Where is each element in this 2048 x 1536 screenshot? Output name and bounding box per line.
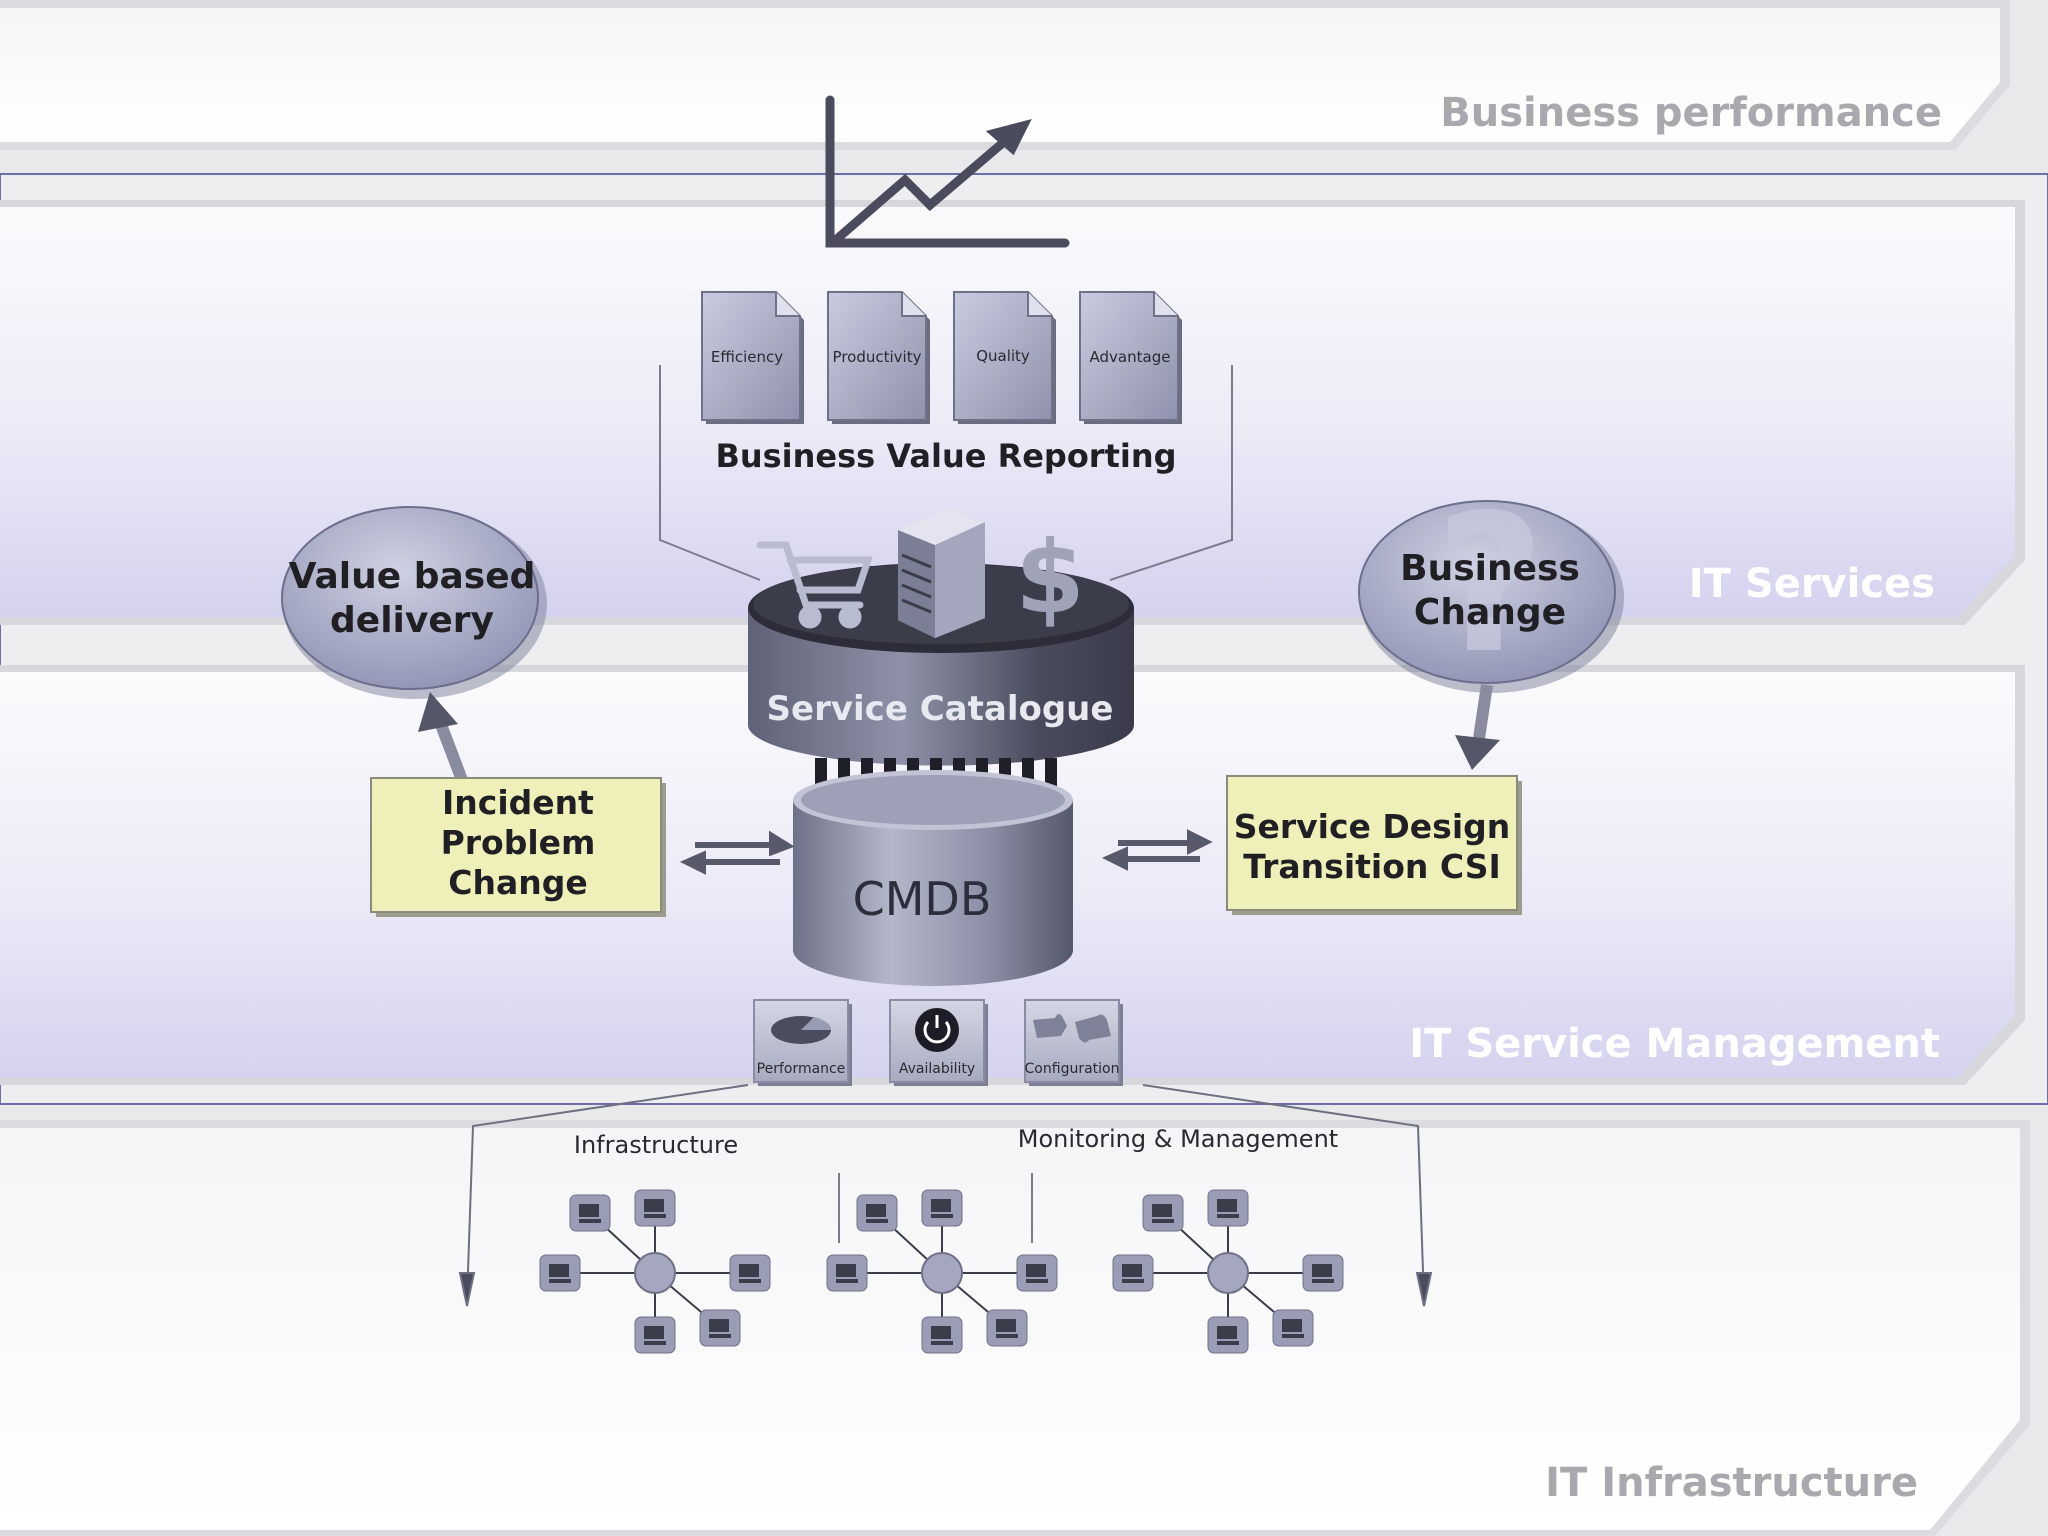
- bubble-line: Value based: [289, 556, 536, 597]
- network-cluster-2: [826, 1173, 1058, 1354]
- report-label: Productivity: [833, 348, 922, 366]
- puzzle-icon: [1033, 1014, 1111, 1043]
- report-efficiency: Efficiency: [701, 291, 804, 424]
- label-business-performance: Business performance: [1440, 90, 1942, 136]
- tile-configuration: Configuration: [1024, 999, 1123, 1086]
- globe-hub-icon: [1207, 1252, 1249, 1294]
- box-line: Transition CSI: [1243, 847, 1501, 886]
- computer-node-icon: [1016, 1254, 1058, 1292]
- arrow-up-to-value-delivery: [418, 692, 468, 783]
- computer-node-icon: [1142, 1194, 1184, 1232]
- network-cluster-1: [539, 1189, 771, 1354]
- computer-node-icon: [569, 1194, 611, 1232]
- computer-node-icon: [634, 1316, 676, 1354]
- power-icon: [915, 1008, 959, 1052]
- server-icon: [898, 508, 985, 638]
- box-incident-problem-change: Incident Problem Change: [370, 777, 666, 917]
- globe-hub-icon: [634, 1252, 676, 1294]
- band-business-performance: [0, 0, 2010, 150]
- service-catalogue-label: Service Catalogue: [767, 689, 1114, 729]
- shopping-cart-icon: [756, 541, 873, 629]
- bubble-value-based-delivery: Value based delivery: [281, 506, 547, 699]
- computer-node-icon: [826, 1254, 868, 1292]
- reporting-bracket: [659, 365, 1233, 581]
- box-line: Problem: [441, 823, 596, 862]
- arrow-down-from-business-change: [1455, 684, 1500, 770]
- computer-node-icon: [1207, 1316, 1249, 1354]
- computer-node-icon: [634, 1189, 676, 1227]
- report-productivity: Productivity: [827, 291, 930, 424]
- label-it-infrastructure: IT Infrastructure: [1545, 1460, 1918, 1506]
- infrastructure-bracket: [458, 1084, 1433, 1307]
- bubble-line: delivery: [330, 600, 494, 641]
- report-label: Quality: [976, 347, 1030, 365]
- report-label: Efficiency: [711, 348, 783, 366]
- computer-node-icon: [539, 1254, 581, 1292]
- bubble-line: Business: [1400, 548, 1580, 589]
- computer-node-icon: [856, 1194, 898, 1232]
- network-cluster-3: [1112, 1189, 1344, 1354]
- tile-performance: Performance: [753, 999, 852, 1086]
- tile-label: Availability: [899, 1061, 975, 1077]
- report-advantage: Advantage: [1079, 291, 1182, 424]
- computer-node-icon: [1302, 1254, 1344, 1292]
- box-line: Incident: [442, 783, 594, 822]
- label-it-services: IT Services: [1689, 561, 1935, 607]
- business-value-reporting-title: Business Value Reporting: [715, 437, 1176, 475]
- computer-node-icon: [1272, 1309, 1314, 1347]
- tile-label: Configuration: [1025, 1061, 1120, 1077]
- arrows-incident-cmdb: [679, 830, 795, 875]
- globe-hub-icon: [921, 1252, 963, 1294]
- computer-node-icon: [1207, 1189, 1249, 1227]
- computer-node-icon: [729, 1254, 771, 1292]
- label-it-service-management: IT Service Management: [1409, 1021, 1940, 1067]
- report-label: Advantage: [1090, 348, 1171, 366]
- report-quality: Quality: [953, 291, 1056, 424]
- dollar-sign-icon: $: [1015, 519, 1085, 636]
- cmdb-label: CMDB: [853, 872, 992, 926]
- box-line: Change: [448, 863, 587, 902]
- computer-node-icon: [921, 1189, 963, 1227]
- bubble-business-change: ? Business Change: [1358, 474, 1624, 695]
- computer-node-icon: [986, 1309, 1028, 1347]
- growth-chart-icon: [825, 95, 1070, 248]
- arrows-cmdb-service-design: [1101, 829, 1213, 871]
- tile-availability: Availability: [889, 999, 988, 1086]
- cmdb-cylinder: CMDB: [793, 770, 1073, 986]
- infrastructure-label: Infrastructure: [574, 1131, 738, 1159]
- computer-node-icon: [921, 1316, 963, 1354]
- box-line: Service Design: [1234, 807, 1511, 846]
- box-service-design-transition: Service Design Transition CSI: [1226, 775, 1522, 915]
- tile-label: Performance: [757, 1061, 846, 1077]
- report-documents: Efficiency Productivity Quality Advantag…: [701, 291, 1182, 424]
- question-mark-icon: ?: [1435, 474, 1545, 695]
- bubble-line: Change: [1414, 592, 1566, 633]
- computer-node-icon: [1112, 1254, 1154, 1292]
- monitoring-management-label: Monitoring & Management: [1018, 1125, 1338, 1153]
- computer-node-icon: [699, 1309, 741, 1347]
